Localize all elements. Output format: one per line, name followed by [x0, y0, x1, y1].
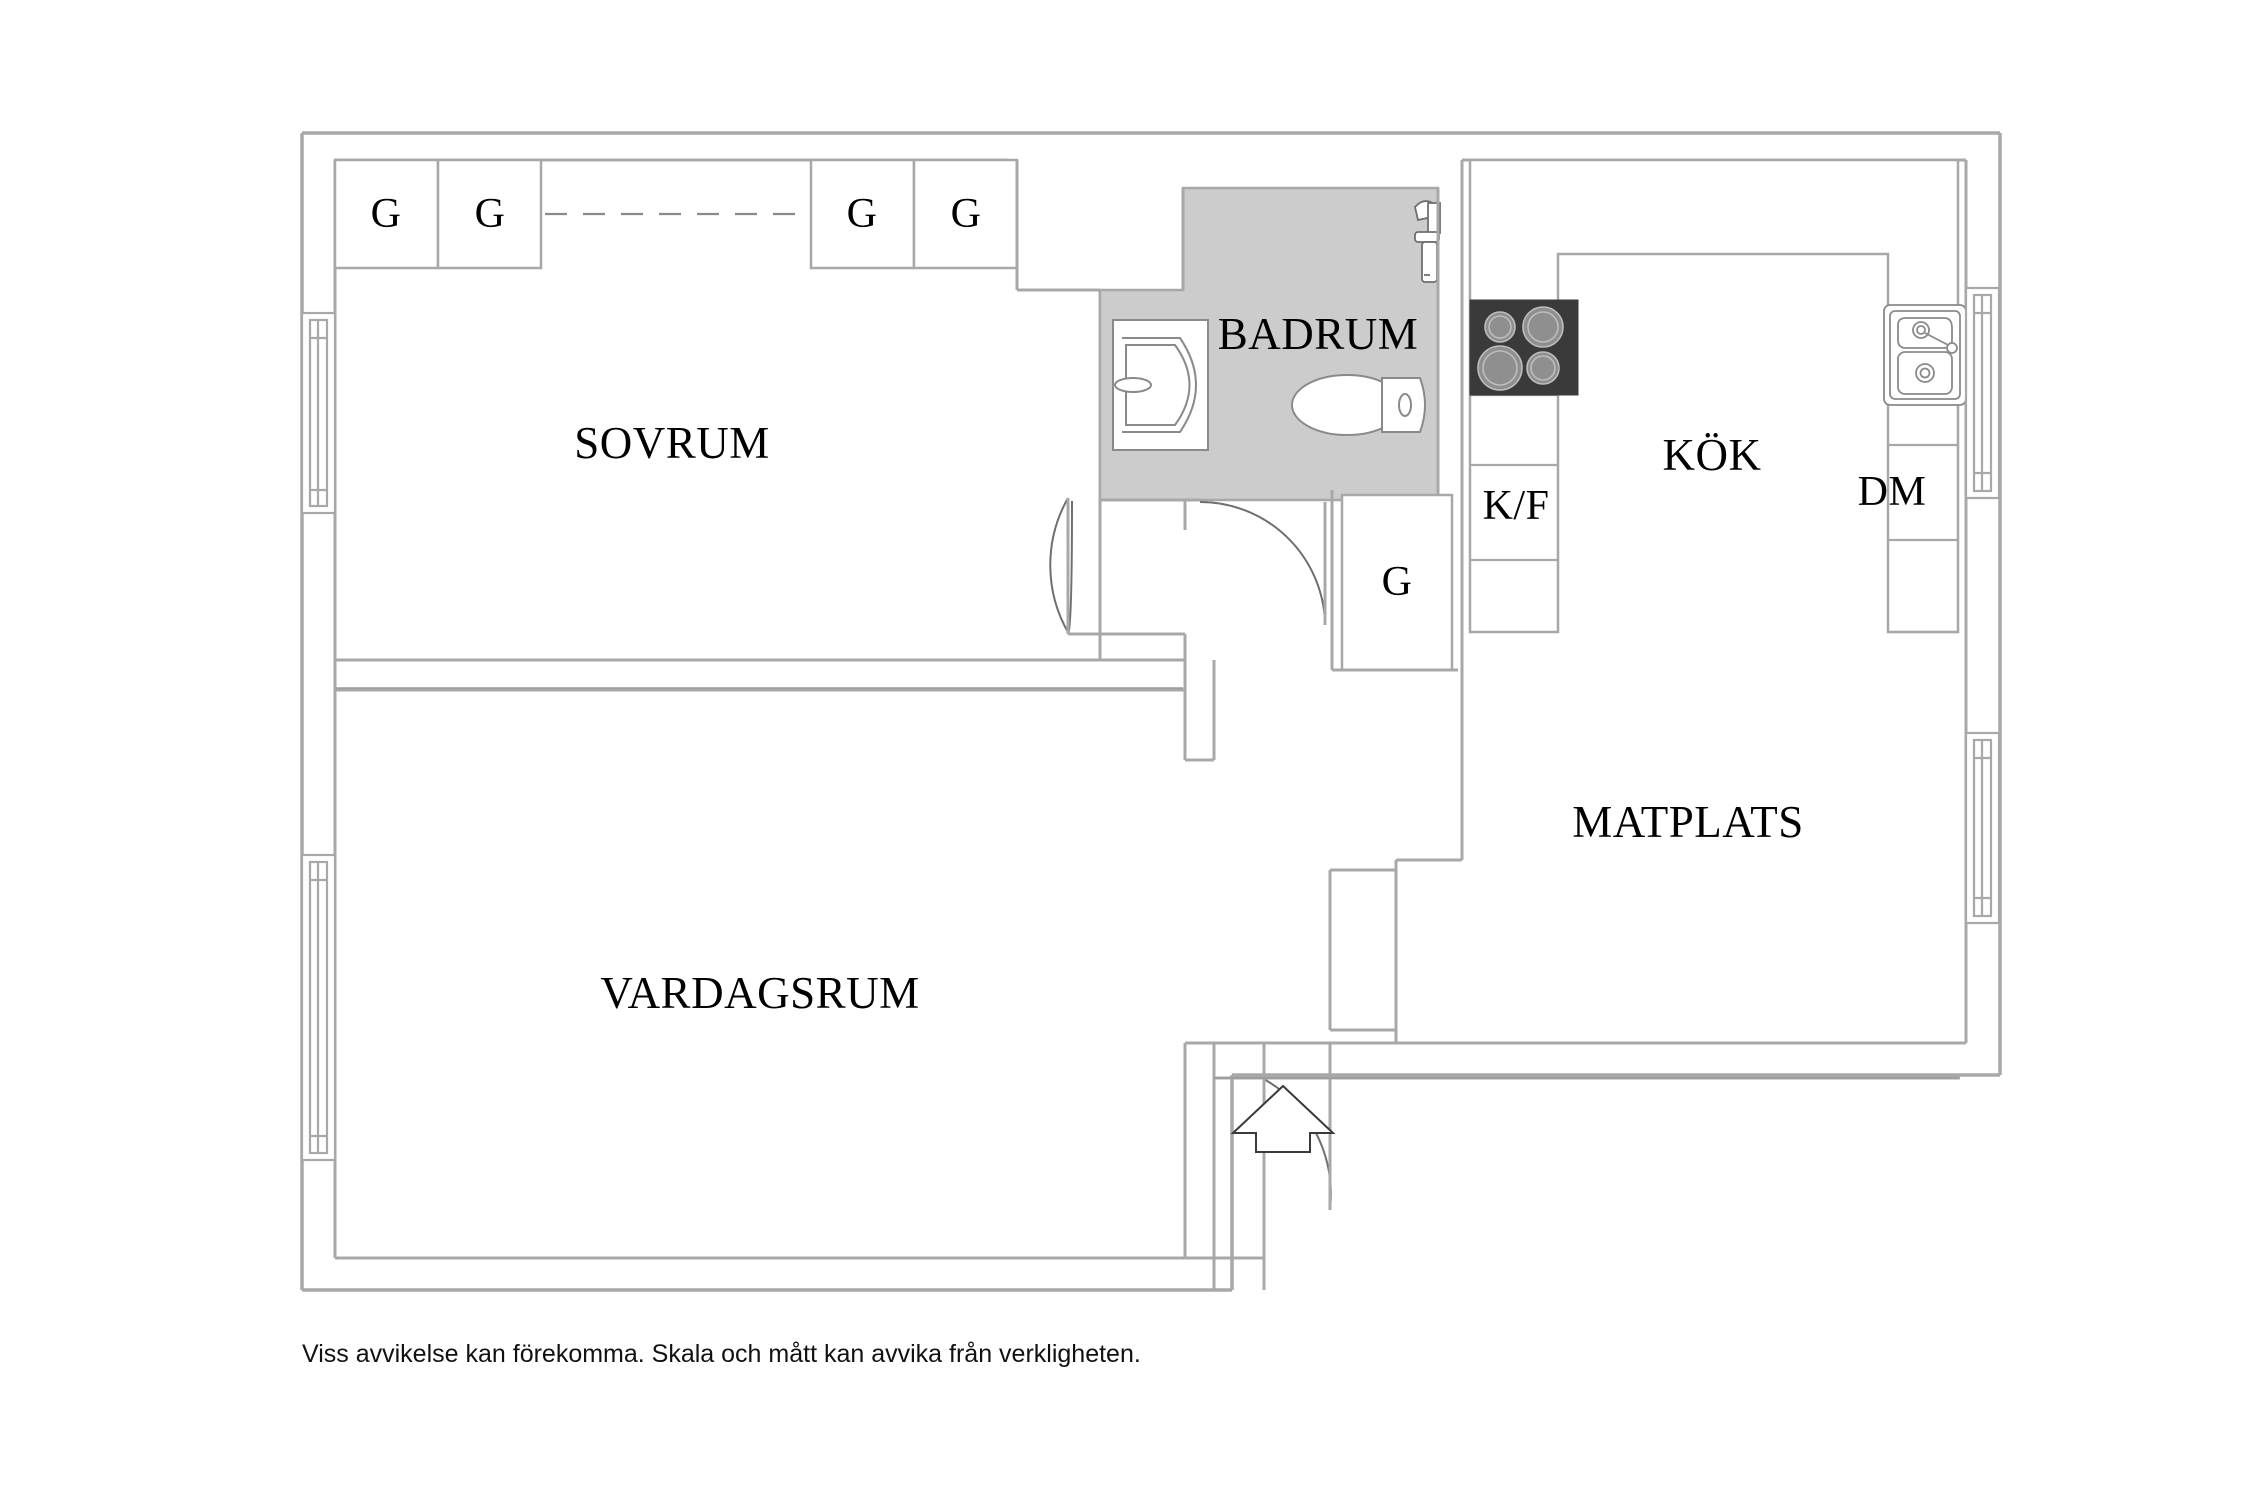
window-right-matplats [1964, 731, 2001, 925]
room-label-sovrum: SOVRUM [574, 418, 770, 468]
window-right-kok [1964, 286, 2001, 500]
hairlines [335, 687, 1958, 1079]
bedroom-door-leaf [1066, 498, 1187, 660]
closet-row-sovrum [333, 158, 1019, 270]
toilet-icon [1291, 374, 1426, 436]
window-left-vardagsrum [300, 853, 337, 1162]
room-label-vardagsrum: VARDAGSRUM [600, 968, 920, 1018]
closet-g-badrum-wall [1330, 490, 1458, 672]
room-label-matplats: MATPLATS [1572, 797, 1804, 847]
closet-label-g-5: G [1381, 559, 1413, 605]
window-left-sovrum [300, 311, 337, 515]
closet-g-badrum [1340, 493, 1454, 672]
disclaimer-text: Viss avvikelse kan förekomma. Skala och … [302, 1340, 1141, 1368]
entry-direction-arrow [1230, 1084, 1336, 1153]
closet-label-g-3: G [846, 191, 878, 237]
room-label-badrum: BADRUM [1217, 309, 1419, 359]
bathroom-door [1199, 500, 1326, 623]
washbasin-icon [1112, 319, 1209, 451]
closet-label-g-1: G [370, 191, 402, 237]
closet-label-g-2: G [474, 191, 506, 237]
room-label-kok: KÖK [1662, 430, 1762, 480]
fixture-label-dishwasher: DM [1857, 469, 1927, 515]
entrance-door-leaf [1214, 1043, 1960, 1290]
badrum-walls [1100, 188, 1440, 530]
closet-label-g-4: G [950, 191, 982, 237]
stove-icon [1469, 299, 1579, 396]
bathroom-door-leaf [1185, 498, 1327, 625]
matplats-walls [1328, 700, 1464, 1045]
fixture-label-fridge-freezer: K/F [1482, 483, 1550, 529]
kitchen-sink-icon [1883, 304, 1967, 406]
